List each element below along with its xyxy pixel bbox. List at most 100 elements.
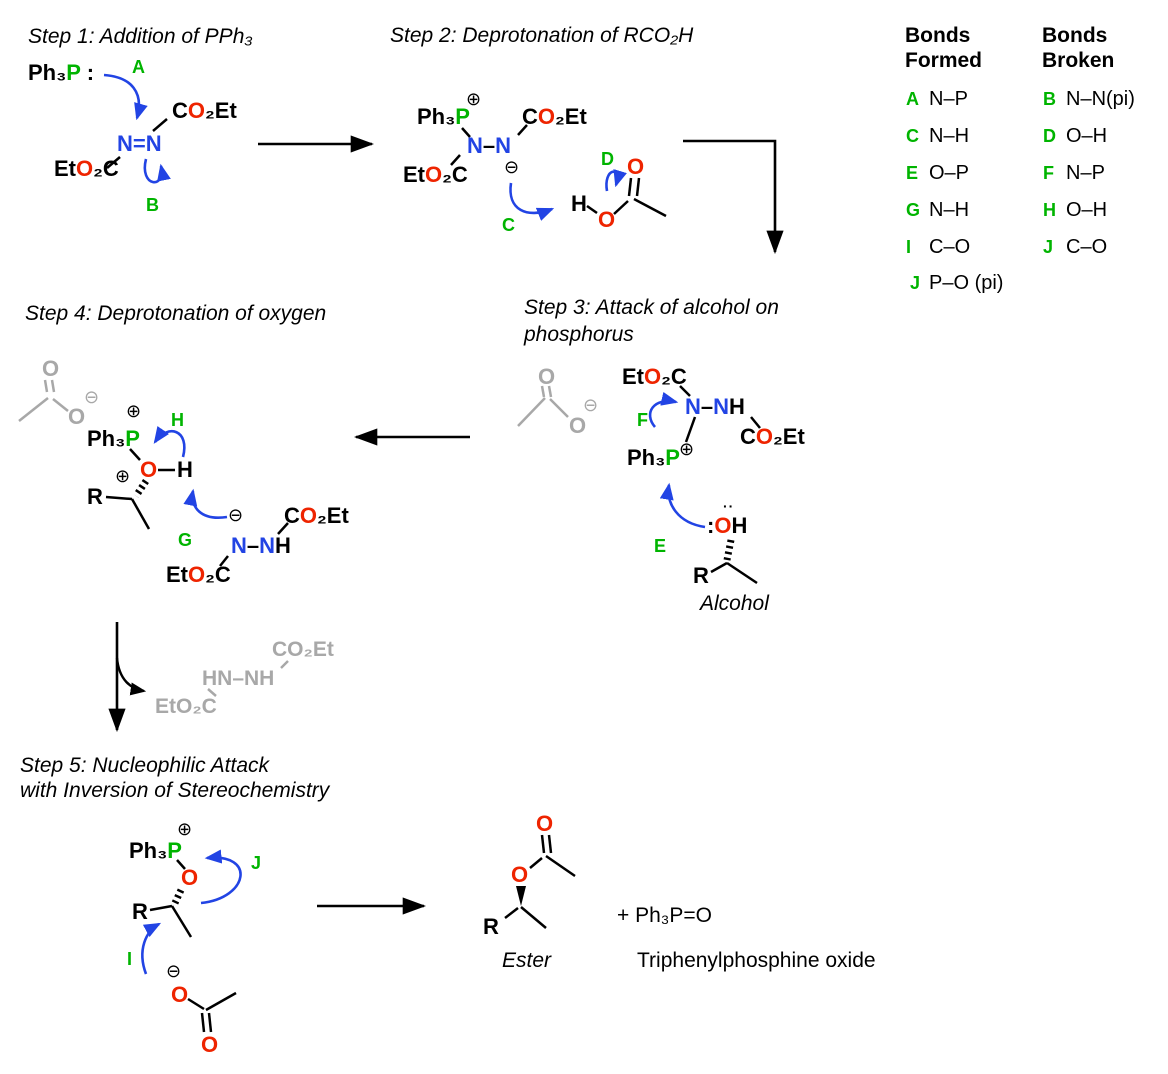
alcohol-label: Alcohol <box>700 592 769 615</box>
hydrazide-n-n: N–N <box>467 133 512 158</box>
bonds-formed-header-line2: Formed <box>905 49 983 72</box>
minus-charge: ⊖ <box>583 395 599 415</box>
hydrazide-n-nh: N–NH <box>231 533 291 558</box>
arrow-f-curve <box>648 391 679 428</box>
bond-letter: F <box>1043 163 1054 183</box>
byproduct-hydrazide: HN–NH <box>202 667 275 690</box>
step4-structure-bonds <box>105 448 289 567</box>
triphenylphosphine-formula: Ph₃P : <box>28 60 95 85</box>
acid-proton: H <box>571 191 587 216</box>
acetate-carbonyl-oxygen: O <box>42 356 60 381</box>
step3-curved-arrows <box>648 391 706 529</box>
carbonyl-oxygen: O <box>627 154 645 179</box>
minus-charge: ⊖ <box>504 157 520 177</box>
ph3p-group: Ph₃P <box>129 838 182 863</box>
step1-title: Step 1: Addition of PPh₃ <box>28 25 253 48</box>
bond-value: O–H <box>1066 125 1108 147</box>
plus-charge: ⊕ <box>177 819 193 839</box>
ph3p-group: Ph₃P <box>87 426 140 451</box>
arrow-f-label: F <box>637 410 648 430</box>
bonds-broken-header-line1: Bonds <box>1042 24 1108 47</box>
ester-carbonyl-oxygen: O <box>536 811 554 836</box>
eto2c-group: EtO₂C <box>622 364 687 389</box>
minus-charge: ⊖ <box>166 961 182 981</box>
byproduct-eto2c: EtO₂C <box>155 695 217 718</box>
arrow-g-curve <box>183 488 228 519</box>
bond-value: O–P <box>929 162 970 184</box>
ph3p-group: Ph₃P <box>627 445 680 470</box>
bond-value: P–O (pi) <box>929 272 1004 294</box>
bond-letter: B <box>1043 89 1056 109</box>
bond-letter: H <box>1043 200 1056 220</box>
step2-title: Step 2: Deprotonation of RCO₂H <box>390 24 694 47</box>
eto2c-group: EtO₂C <box>54 156 119 181</box>
step3-acetate-gray-bonds <box>517 385 569 427</box>
minus-charge: ⊖ <box>228 505 244 525</box>
arrow-g-label: G <box>178 530 193 550</box>
bonds-broken-header-line2: Broken <box>1042 49 1115 72</box>
co2et-group: CO₂Et <box>522 104 587 129</box>
arrow-b-curve <box>143 158 171 184</box>
ester-label: Ester <box>502 949 552 972</box>
phosphine-oxide-formula: + Ph₃P=O <box>617 904 712 927</box>
byproduct-co2et: CO₂Et <box>272 638 334 661</box>
bond-letter: I <box>906 237 912 257</box>
bond-value: N–P <box>929 88 968 110</box>
co2et-group: CO₂Et <box>172 98 237 123</box>
bond-value: O–H <box>1066 199 1108 221</box>
arrow-step2-to-step3 <box>683 139 784 255</box>
byproduct-branch-arrow <box>115 657 147 696</box>
oxyphosphonium-oxygen: O <box>181 865 199 890</box>
arrow-d-curve <box>605 169 627 192</box>
arrow-b-label: B <box>146 195 159 215</box>
arrow-d-label: D <box>601 149 614 169</box>
eto2c-group: EtO₂C <box>166 562 231 587</box>
step2-curved-arrows <box>509 169 627 221</box>
arrow-a-curve <box>103 73 148 121</box>
step3-title-line1: Step 3: Attack of alcohol on <box>524 296 779 319</box>
r-group: R <box>483 914 499 939</box>
bond-letter: C <box>906 126 919 146</box>
bond-letter: J <box>910 273 921 293</box>
hydrazide-n-nh: N–NH <box>685 394 745 419</box>
hydroxyl-oxygen: O <box>598 207 616 232</box>
acetate-anion-oxygen: O <box>569 413 587 438</box>
lone-pair-dots: ·· <box>723 498 735 514</box>
bond-value: C–O <box>929 236 971 258</box>
arrow-e-curve <box>659 482 706 529</box>
step5-structure-bonds <box>149 859 237 1033</box>
ph3p-group: Ph₃P <box>417 104 470 129</box>
ester-oxygen: O <box>511 862 529 887</box>
minus-charge: ⊖ <box>84 387 100 407</box>
step3-title-line2: phosphorus <box>524 323 634 346</box>
arrow-h-curve <box>153 426 186 458</box>
bond-value: N–P <box>1066 162 1105 184</box>
bond-letter: D <box>1043 126 1056 146</box>
arrow-c-curve <box>509 182 555 221</box>
step5-title-line2: with Inversion of Stereochemistry <box>20 779 330 802</box>
step5-title-line1: Step 5: Nucleophilic Attack <box>20 754 270 777</box>
wedge-bond <box>516 886 526 906</box>
step1-curved-arrows <box>103 73 171 184</box>
bond-letter: J <box>1043 237 1054 257</box>
ester-structure-bonds <box>504 834 576 929</box>
bond-value: N–H <box>929 125 970 147</box>
plus-charge: ⊕ <box>126 401 142 421</box>
acetate-carbonyl-oxygen: O <box>538 364 556 389</box>
arrow-e-label: E <box>654 536 667 556</box>
arrow-j-curve <box>200 849 242 905</box>
r-group: R <box>693 563 709 588</box>
step3-structure-bonds <box>679 385 761 585</box>
oxocarbenium-oxygen: O <box>140 457 158 482</box>
alcohol-oh-group: :OH <box>707 513 748 538</box>
acetate-anion-oxygen: O <box>68 404 86 429</box>
acetate-carbonyl-oxygen: O <box>201 1032 219 1057</box>
bond-letter: E <box>906 163 919 183</box>
bond-letter: G <box>906 200 921 220</box>
arrow-i-curve <box>141 922 162 975</box>
eto2c-group: EtO₂C <box>403 162 468 187</box>
arrow-j-label: J <box>251 853 262 873</box>
step4-acetate-gray-bonds <box>18 379 69 422</box>
